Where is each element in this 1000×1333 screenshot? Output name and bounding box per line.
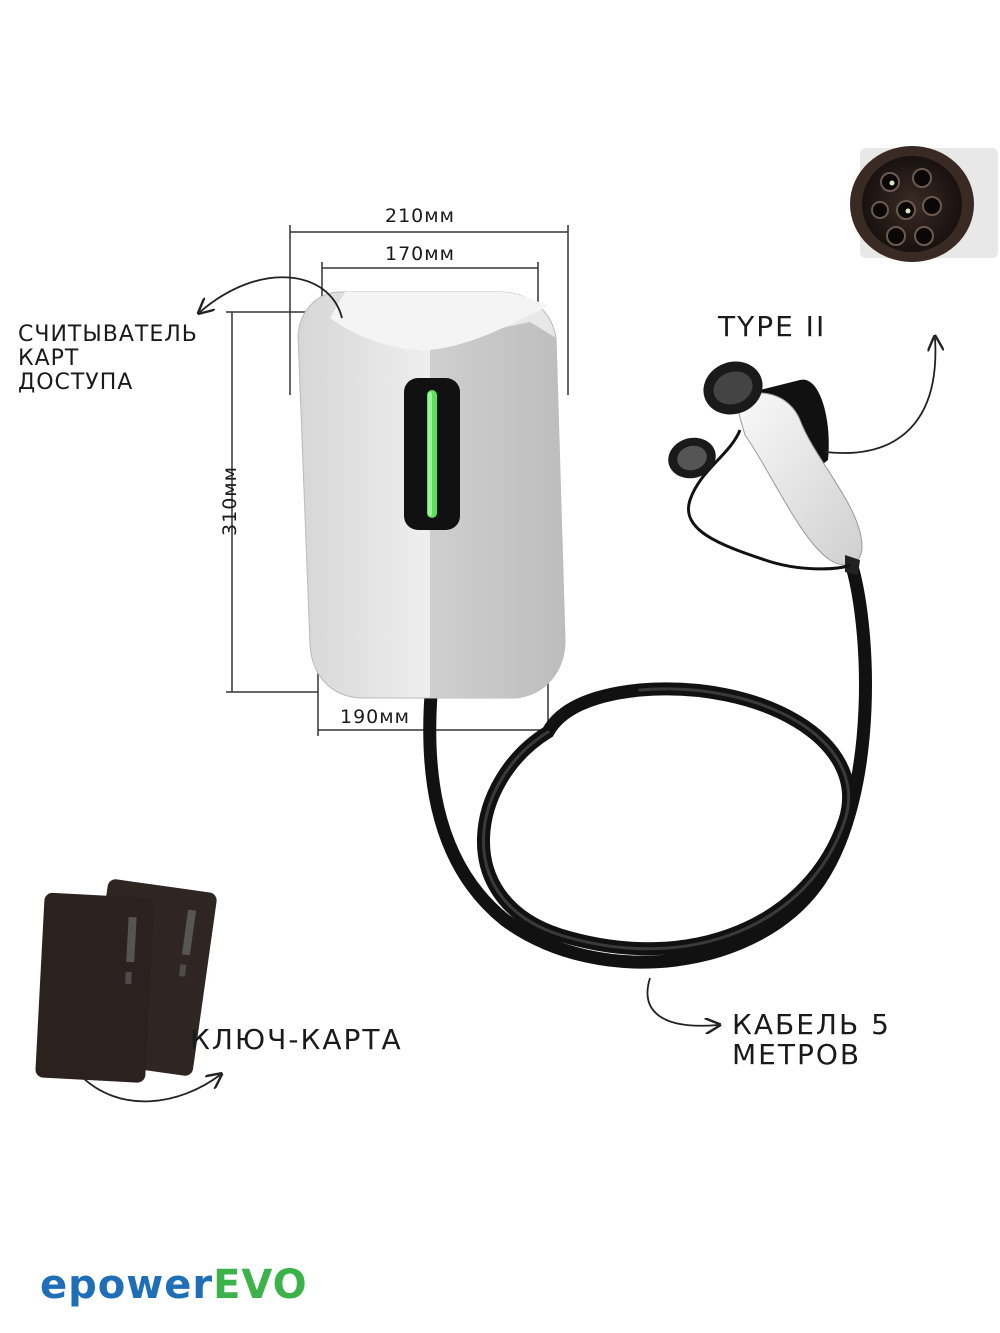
dim-190-label: 190мм bbox=[340, 706, 410, 728]
arrow-card-reader bbox=[200, 276, 343, 319]
brand-logo: epowerEVO bbox=[40, 1262, 308, 1308]
cable-line-1: КАБЕЛЬ 5 bbox=[732, 1008, 891, 1041]
logo-part-epower: epower bbox=[40, 1262, 214, 1308]
cable-callout: КАБЕЛЬ 5 МЕТРОВ bbox=[732, 1010, 891, 1070]
card-reader-line-3: ДОСТУПА bbox=[18, 370, 134, 395]
key-card-callout: КЛЮЧ-КАРТА bbox=[190, 1023, 403, 1056]
dim-310-line bbox=[226, 311, 318, 693]
arrow-type2 bbox=[824, 338, 935, 454]
cable-line-2: МЕТРОВ bbox=[732, 1038, 862, 1071]
arrow-key-card bbox=[79, 1075, 220, 1103]
card-reader-callout: СЧИТЫВАТЕЛЬ КАРТ ДОСТУПА bbox=[18, 323, 198, 395]
dim-170-label: 170мм bbox=[385, 243, 455, 265]
card-reader-line-2: КАРТ bbox=[18, 346, 80, 371]
callout-arrows bbox=[79, 276, 935, 1103]
cable bbox=[423, 553, 872, 969]
dim-210-label: 210мм bbox=[385, 205, 455, 227]
key-cards bbox=[35, 879, 217, 1083]
arrow-cable bbox=[646, 977, 718, 1026]
card-reader-line-1: СЧИТЫВАТЕЛЬ bbox=[18, 322, 198, 347]
dim-310-label: 310мм bbox=[219, 466, 241, 536]
dim-210-line bbox=[289, 225, 569, 395]
charger-body bbox=[297, 291, 566, 699]
type2-callout: TYPE II bbox=[718, 310, 827, 343]
type2-socket-photo bbox=[850, 146, 998, 262]
logo-part-evo: EVO bbox=[213, 1262, 308, 1308]
type2-plug bbox=[668, 361, 863, 575]
